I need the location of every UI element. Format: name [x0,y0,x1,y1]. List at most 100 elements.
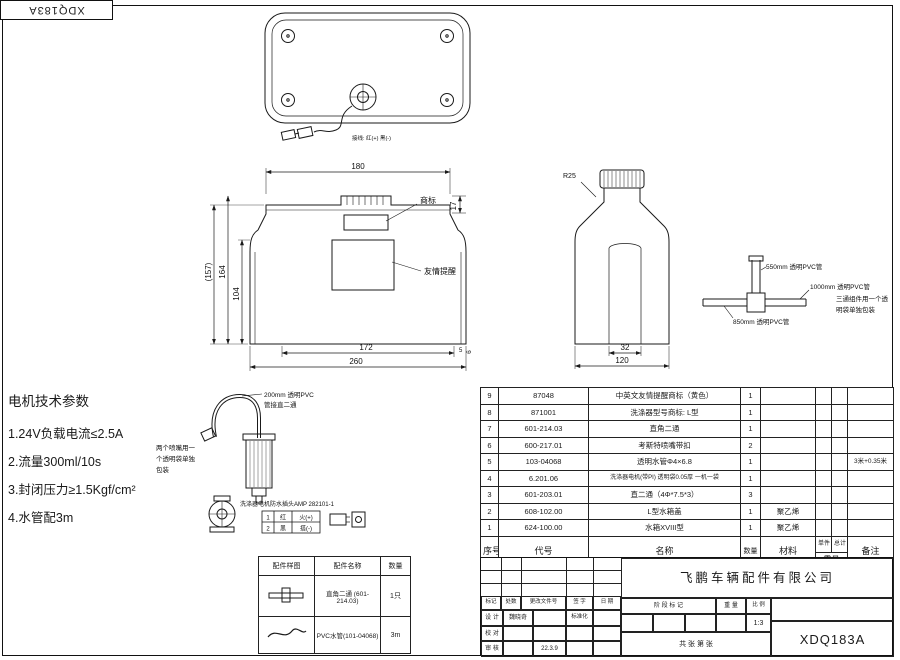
drawing-number: XDQ183A [771,621,894,657]
tb-mark-label: 标记 [481,596,501,610]
bom-seq: 2 [480,502,499,520]
tee-sample-cell [258,575,315,617]
bom-seq: 7 [480,420,499,438]
bom-row: 4 6.201.06 洗涤器电机(带PI) 透明袋0.05厚 一机一袋 1 [480,469,894,487]
bom-unit-weight [815,387,832,405]
bom-remark: 3米+0.35米 [847,453,894,471]
dim-17: 17 [449,201,458,210]
tee-fitting-sample-icon [268,587,303,603]
bom-code: 871001 [498,403,589,421]
accessory-header-name: 配件名称 [314,556,381,576]
bom-total-weight [831,387,848,405]
bom-material: 聚乙烯 [760,519,816,537]
bom-material [760,420,816,438]
bom-unit-weight [815,502,832,520]
bom-total-weight [831,519,848,537]
pipe-assembly [702,255,810,319]
title-block-line [481,570,621,571]
corner-screw-icons [281,29,454,107]
bom-qty: 1 [740,403,761,421]
bom-qty: 1 [740,387,761,405]
dim-172: 172 [359,343,373,352]
accessory-name: 直角二通 (601-214.03) [314,575,381,617]
nozzle-assembly [200,393,366,534]
tb-count-label: 处数 [501,596,521,610]
bom-code: 601-214.03 [498,420,589,438]
bom-seq: 9 [480,387,499,405]
trademark-area [343,214,389,231]
bom-seq: 1 [480,519,499,537]
bom-unit-weight [815,436,832,454]
bom-unit-weight [815,403,832,421]
dimension-labels: 180 17 (157) 164 104 172 5 260 6 商标 友情提醒… [204,162,630,366]
bom-name: 考斯特喷嘴带扣 [588,436,741,454]
motor-parameter-item: 4.水管配3m [8,511,74,525]
bom-remark [847,486,894,504]
tb-changefile-label: 更改文件号 [521,596,566,610]
wire-row2-no: 2 [266,527,270,533]
bom-code: 87048 [498,387,589,405]
tb-sheet-count: 共 张 第 张 [621,632,771,657]
top-view-wire-note: 接线: 红(+) 黑(-) [352,134,391,142]
motor-parameter-item: 1.24V负载电流≤2.5A [8,427,124,441]
accessory-header-qty: 数量 [380,556,411,576]
bom-code: 6.201.06 [498,469,589,487]
bom-qty: 1 [740,453,761,471]
bom-material [760,453,816,471]
tb-sign-label: 签 字 [566,596,593,610]
plug-amp-note: 洗涤器电机防水插头AMP 282101-1 [240,500,335,508]
reminder-label: 友情提醒 [424,266,456,276]
bom-remark [847,403,894,421]
bom-total-weight [831,486,848,504]
bom-name: 直二通（4Φ*7.5*3） [588,486,741,504]
bom-seq: 6 [480,436,499,454]
bom-row: 7 601-214.03 直角二通 1 [480,420,894,438]
bom-unit-weight [815,486,832,504]
bom-total-weight [831,436,848,454]
company-name: 飞鹏车辆配件有限公司 [621,558,894,598]
bom-seq: 5 [480,453,499,471]
bom-name: 水箱XVIII型 [588,519,741,537]
tb-audit-label: 审 核 [481,641,503,657]
bom-remark [847,469,894,487]
tb-standardize-label: 标准化 [566,610,593,626]
tee-fitting-icon [746,292,766,313]
bom-code: 601-203.01 [498,486,589,504]
filler-cap-ribs [346,196,384,205]
wire-row2-color: 黑 [280,526,286,533]
tb-empty-cell [503,626,533,641]
bom-row: 5 103-04068 透明水管Φ4×6.8 1 3米+0.35米 [480,453,894,471]
nozzle-bag-note-1: 两个喷嘴用一 [156,443,196,452]
bom-qty: 1 [740,420,761,438]
wire-row1-no: 1 [266,516,270,522]
tee-pack-note-2: 明袋单独包装 [836,305,876,314]
bom-total-weight [831,420,848,438]
trademark-label: 商标 [420,195,436,205]
title-block-line [566,558,567,596]
pump-front-icon [208,495,236,533]
bom-unit-weight [815,420,832,438]
bom-name: L型水箱盖 [588,502,741,520]
pvc-hose-sample-icon [267,628,306,638]
hose-sample-cell [258,616,315,654]
tb-check-label: 校 对 [481,626,503,641]
side-view-dim-lines [574,346,670,369]
pump-top-icon [349,83,377,111]
bom-total-weight [831,403,848,421]
tb-date-value: 22.3.9 [533,641,566,657]
bom-code: 624-100.00 [498,519,589,537]
bom-remark [847,502,894,520]
wire-color-table [261,510,321,534]
accessory-qty: 3m [380,616,411,654]
bom-seq: 4 [480,469,499,487]
accessory-table: 配件样图 配件名称 数量 直角二通 (601-214.03) 1只 [258,556,411,654]
tb-empty-cell [533,626,566,641]
motor-parameters: 电机技术参数 1.24V负载电流≤2.5A 2.流量300ml/10s 3.封闭… [8,390,208,532]
bom-row: 8 871001 洗涤器型号商标: L型 1 [480,403,894,421]
dim-260: 260 [349,357,363,366]
bom-remark [847,420,894,438]
title-block-line [521,558,522,596]
tb-empty-cell [593,626,621,641]
tb-stage-label: 阶 段 标 记 [621,598,716,614]
tee-pack-note-1: 三通组件用一个透 [836,294,889,303]
